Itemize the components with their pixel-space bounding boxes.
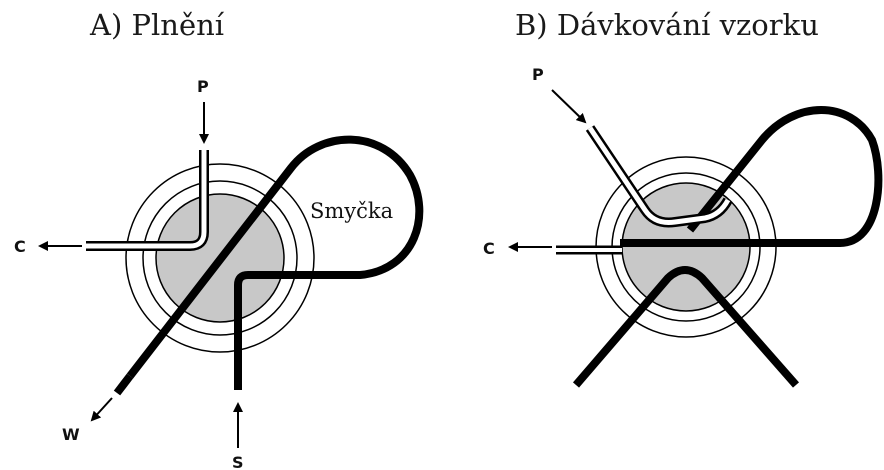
arrow-p-b [551, 89, 587, 124]
valve-stator-inner-a [142, 180, 298, 336]
panel-b: P C [483, 65, 883, 388]
panel-a-title: A) Plnění [90, 8, 225, 42]
port-c-label-a: C [14, 237, 26, 256]
panel-b-title: B) Dávkování vzorku [515, 8, 819, 42]
channel-loop-b [620, 106, 883, 247]
panel-a: P C W S Smyčka [14, 77, 424, 470]
port-w-label: W [62, 425, 80, 444]
port-s-label: S [232, 453, 244, 470]
port-p-label-a: P [197, 77, 209, 96]
channel-w-loop-a [126, 135, 424, 390]
valve-stator-outer-a [125, 163, 315, 353]
loop-label: Smyčka [310, 199, 393, 223]
port-c-label-b: C [483, 239, 495, 258]
port-p-label-b: P [532, 65, 544, 84]
arrow-w [90, 397, 113, 422]
channel-lower-b [572, 266, 800, 388]
